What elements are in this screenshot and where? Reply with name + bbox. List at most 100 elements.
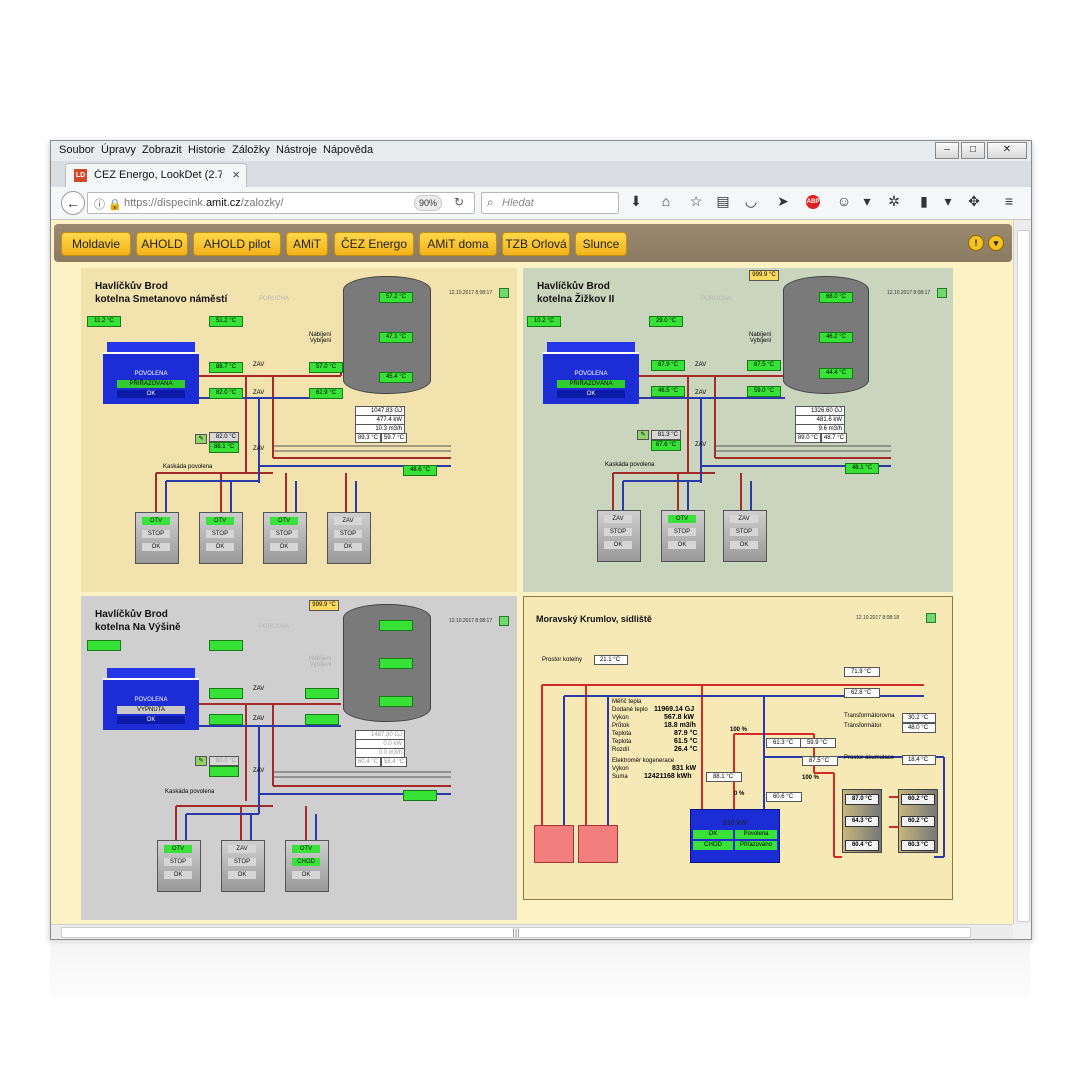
meter-temp-1: 89.0 °C — [795, 433, 821, 443]
meter-temp-1: 60.4 °C — [355, 757, 381, 767]
piping-diagram — [583, 375, 891, 513]
browser-window: Soubor Úpravy Zobrazit Historie Záložky … — [50, 140, 1032, 940]
heat-row-value: 18.8 m3/h — [664, 722, 696, 729]
chp-status-enabled: Povolena — [735, 830, 777, 839]
edit-icon[interactable]: ✎ — [637, 430, 649, 440]
vertical-scrollbar[interactable] — [1013, 220, 1031, 924]
star-icon[interactable]: ☆ — [689, 193, 703, 209]
status-icon[interactable] — [937, 288, 947, 298]
menu-napoveda[interactable]: Nápověda — [323, 144, 374, 156]
boiler-block-2 — [578, 825, 618, 863]
timestamp: 12.10.2017 8:08:17 — [449, 618, 493, 624]
tab-cez-energo[interactable]: LD ČEZ Energo, LookDet (2.7.7, 2 × — [65, 163, 247, 188]
menu-historie[interactable]: Historie — [188, 144, 226, 156]
menu-bar: Soubor Úpravy Zobrazit Historie Záložky … — [51, 141, 1031, 161]
download-icon[interactable]: ⬇ — [630, 193, 642, 209]
menu-upravy[interactable]: Úpravy — [101, 144, 136, 156]
back-arrow-icon[interactable]: ← — [61, 191, 85, 215]
bookmark-tzb-orlova[interactable]: TZB Orlová — [502, 232, 570, 256]
supply-temp-a: 88.7 °C — [209, 362, 243, 373]
menu-zalozky[interactable]: Záložky — [232, 144, 270, 156]
horizontal-scrollbar[interactable]: ||| — [51, 924, 1013, 939]
status-icon[interactable] — [926, 613, 936, 623]
temp-60: 60.6 °C — [766, 792, 802, 802]
boiler[interactable]: POVOLENA PŘIŘAZOVÁNA OK — [543, 342, 639, 404]
pocket-icon[interactable]: ◡ — [744, 193, 758, 209]
charge-label: Nabíjení Vybíjení — [749, 332, 772, 344]
valve-percent-1: 100 % — [730, 727, 748, 733]
maximize-button[interactable]: □ — [961, 142, 985, 159]
menu-nastroje[interactable]: Nástroje — [276, 144, 317, 156]
valve-3-label: ZAV — [695, 442, 707, 448]
send-icon[interactable]: ➤ — [777, 193, 789, 209]
close-tab-icon[interactable]: × — [232, 167, 240, 182]
chevron-down-icon[interactable]: ▾ — [944, 193, 952, 209]
close-window-button[interactable]: ✕ — [987, 142, 1027, 159]
bookmark-cez-energo[interactable]: ČEZ Energo — [334, 232, 414, 256]
transformer-room-label: Transformátorovna — [844, 713, 895, 719]
search-placeholder: Hledat — [502, 197, 534, 209]
edit-icon[interactable]: ✎ — [195, 756, 207, 766]
minimize-button[interactable]: – — [935, 142, 959, 159]
clipboard-icon[interactable]: ▮ — [920, 193, 928, 209]
panel-vysine: Havlíčkův Brod kotelna Na Výšině 999.9 °… — [81, 596, 517, 920]
chp-status-assign: Přiřazováno — [735, 841, 777, 850]
piping-diagram — [141, 363, 451, 513]
boiler[interactable]: POVOLENA VYPNUTA OK — [103, 668, 199, 730]
bookmark-ahold[interactable]: AHOLD — [136, 232, 188, 256]
valve-1-label: ZAV — [253, 362, 265, 368]
smiley-icon[interactable]: ☺ — [836, 193, 852, 209]
edit-icon[interactable]: ✎ — [195, 434, 207, 444]
bookmark-amit[interactable]: AMiT — [286, 232, 328, 256]
chp-unit[interactable]: 810 kW OK Povolena CHOD Přiřazováno — [690, 809, 780, 863]
reader-icon[interactable]: ▤ — [716, 193, 730, 209]
mid-temp — [209, 640, 243, 651]
menu-soubor[interactable]: Soubor — [59, 144, 95, 156]
info-icon[interactable]: ⓘ 🔒 — [94, 199, 122, 211]
status-icon[interactable] — [499, 288, 509, 298]
panel-title: Havlíčkův Brod kotelna Na Výšině — [95, 609, 181, 633]
bookmark-amit-doma[interactable]: AMiT doma — [419, 232, 497, 256]
reload-icon[interactable]: ↻ — [454, 195, 465, 209]
boiler[interactable]: POVOLENA PŘIŘAZOVÁNA OK — [103, 342, 199, 404]
alarm-value: 999.9 °C — [749, 270, 779, 281]
adblock-icon[interactable]: ABP — [806, 195, 820, 209]
bookmark-ahold-pilot[interactable]: AHOLD pilot — [193, 232, 281, 256]
return-temp-a: 87.5 °C — [747, 360, 781, 371]
tool-icon[interactable]: ✥ — [968, 193, 980, 209]
url-bar[interactable]: ⓘ 🔒 https://dispecink.amit.cz/zalozky/ 9… — [87, 192, 475, 214]
bookmark-slunce[interactable]: Slunce — [575, 232, 627, 256]
panel-title: Moravský Krumlov, sídliště — [536, 614, 652, 624]
transformer-temp: 48.0 °C — [902, 723, 936, 733]
search-bar[interactable]: ⌕ Hledat — [481, 192, 619, 214]
chevron-down-icon[interactable]: ▾ — [988, 235, 1004, 251]
bookmark-moldavie[interactable]: Moldavie — [61, 232, 131, 256]
warning-icon[interactable]: ! — [968, 235, 984, 251]
home-icon[interactable]: ⌂ — [661, 193, 671, 209]
heat-row-label: Teplota — [612, 739, 632, 745]
mid-temp: 29.0 °C — [649, 316, 683, 327]
extension-icon[interactable]: ✲ — [888, 193, 900, 209]
hamburger-menu-icon[interactable]: ≡ — [1004, 193, 1014, 209]
valve2-temp-b: 87.6 °C — [651, 440, 681, 451]
zoom-indicator[interactable]: 90% — [414, 195, 442, 211]
valve2-temp-a: 81.3 °C — [651, 430, 681, 440]
heat-row-label: Výkon — [612, 715, 629, 721]
url-text[interactable]: https://dispecink.amit.cz/zalozky/ — [124, 197, 284, 209]
heat-row-label: Průtok — [612, 723, 630, 729]
chevron-down-icon[interactable]: ▾ — [863, 193, 871, 209]
cascade-label: Kaskáda povolena — [605, 462, 655, 468]
accumulation-room-label: Prostor akumulace — [844, 755, 895, 761]
menu-zobrazit[interactable]: Zobrazit — [142, 144, 182, 156]
status-icon[interactable] — [499, 616, 509, 626]
